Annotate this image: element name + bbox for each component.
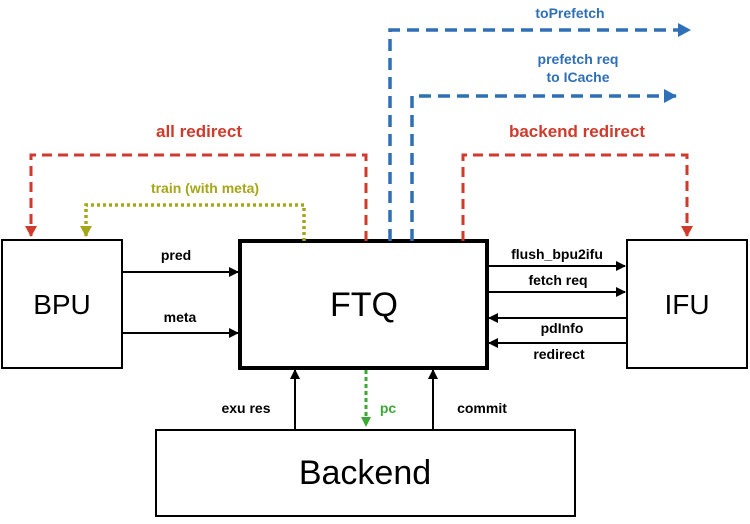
- train-arrow: [80, 203, 306, 241]
- to-prefetch-label: toPrefetch: [535, 5, 604, 21]
- to-prefetch-arrow: [388, 23, 691, 241]
- backend-redirect-label: backend redirect: [509, 122, 645, 141]
- prefetch-req-label-line1: prefetch req: [538, 51, 619, 67]
- all-redirect-label: all redirect: [156, 122, 242, 141]
- train-label: train (with meta): [151, 180, 259, 196]
- ifu-label: IFU: [664, 289, 709, 320]
- exu-res-label: exu res: [221, 400, 270, 416]
- commit-label: commit: [457, 400, 507, 416]
- ftq-label: FTQ: [330, 286, 398, 324]
- bpu-block: BPU: [1, 239, 123, 369]
- all-redirect-arrow: [25, 153, 368, 241]
- bpu-label: BPU: [33, 289, 91, 320]
- flush-bpu2ifu-label: flush_bpu2ifu: [511, 246, 603, 262]
- prefetch-req-arrow: [410, 89, 677, 241]
- pdinfo-label: pdInfo: [541, 320, 584, 336]
- ifu-block: IFU: [626, 239, 748, 369]
- backend-label: Backend: [299, 454, 431, 492]
- pred-label: pred: [161, 247, 191, 263]
- backend-block: Backend: [155, 429, 576, 517]
- ftq-block: FTQ: [238, 239, 489, 370]
- prefetch-req-label-line2: to ICache: [546, 69, 609, 85]
- fetch-req-label: fetch req: [528, 272, 587, 288]
- pc-label: pc: [380, 400, 397, 416]
- redirect-label: redirect: [533, 346, 585, 362]
- meta-label: meta: [164, 309, 197, 325]
- backend-redirect-arrow: [461, 153, 693, 241]
